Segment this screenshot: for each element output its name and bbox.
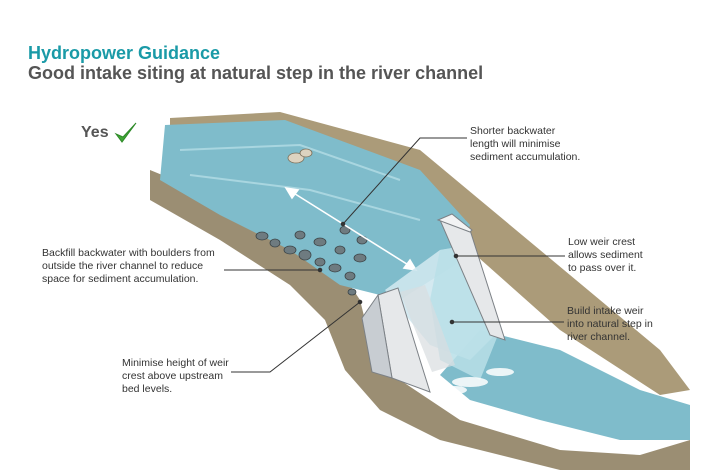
page-subtitle: Good intake siting at natural step in th…	[28, 63, 484, 83]
weir-wall-right-top	[436, 213, 473, 233]
weir-wall-left-face	[361, 293, 393, 379]
backwater-length-arrow	[284, 186, 418, 272]
leader-backwater	[342, 137, 467, 225]
callout-weir-crest: Low weir crest allows sediment to pass o…	[568, 236, 643, 274]
checkmark-icon	[114, 122, 137, 143]
page-title: Hydropower Guidance	[28, 43, 221, 63]
callout-backwater: Shorter backwater length will minimise s…	[470, 125, 581, 163]
callout-height: Minimise height of weir crest above upst…	[122, 357, 229, 395]
leader-height	[231, 301, 361, 373]
foam	[443, 368, 514, 394]
boulders	[255, 225, 368, 296]
callout-backfill: Backfill backwater with boulders from ou…	[42, 247, 215, 285]
callout-intake: Build intake weir into natural step in r…	[567, 305, 653, 343]
bank-rocks	[287, 148, 313, 164]
verdict-label: Yes	[81, 124, 109, 141]
river-bank-far	[170, 112, 690, 395]
river-water-downstream	[440, 330, 690, 440]
